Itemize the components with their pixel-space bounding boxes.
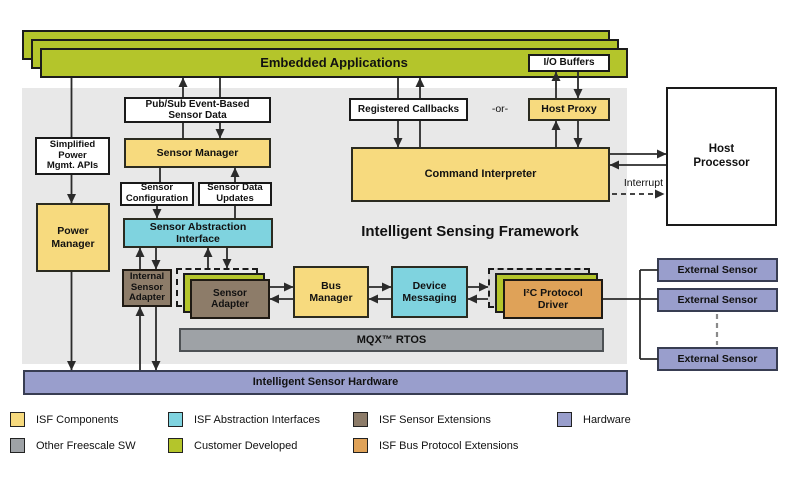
- or-label: -or-: [478, 100, 522, 118]
- legend-item-customer-developed: Customer Developed: [168, 437, 297, 454]
- sensor-adapter-label: Sensor Adapter: [211, 287, 249, 311]
- legend-label: Customer Developed: [194, 439, 298, 452]
- intelligent-sensor-hardware-label: Intelligent Sensor Hardware: [252, 376, 399, 389]
- host-proxy-label: Host Proxy: [541, 103, 597, 116]
- legend-item-isf-bus-ext: ISF Bus Protocol Extensions: [353, 437, 518, 454]
- legend-label: Hardware: [583, 413, 631, 426]
- external-sensor-box-2: External Sensor: [657, 288, 778, 312]
- mqx-rtos-label: MQX™ RTOS: [356, 333, 427, 346]
- simplified-power-apis-label: Simplified Power Mgmt. APIs: [46, 138, 99, 172]
- sensor-data-updates-label: Sensor Data Updates: [207, 182, 263, 204]
- external-sensor-label: External Sensor: [677, 293, 758, 306]
- sensor-abstraction-interface-label: Sensor Abstraction Interface: [149, 220, 247, 245]
- simplified-power-apis-box: Simplified Power Mgmt. APIs: [35, 137, 110, 175]
- legend-item-other-freescale: Other Freescale SW: [10, 437, 136, 454]
- diagram-title: Intelligent Sensing Framework: [340, 222, 600, 242]
- interrupt-label: Interrupt: [608, 176, 663, 190]
- legend-label: ISF Sensor Extensions: [379, 413, 491, 426]
- legend-item-isf-sensor-ext: ISF Sensor Extensions: [353, 411, 491, 428]
- registered-callbacks-label: Registered Callbacks: [357, 103, 460, 115]
- pub-sub-event-label: Pub/Sub Event-Based Sensor Data: [145, 98, 250, 122]
- sensor-configuration-label: Sensor Configuration: [125, 182, 189, 204]
- intelligent-sensor-hardware-bar: Intelligent Sensor Hardware: [23, 370, 628, 395]
- device-messaging-box: Device Messaging: [391, 266, 468, 318]
- device-messaging-label: Device Messaging: [402, 279, 457, 304]
- legend-swatch-isf-sensor-ext: [353, 412, 368, 427]
- legend-label: ISF Bus Protocol Extensions: [379, 439, 519, 452]
- bus-manager-box: Bus Manager: [293, 266, 369, 318]
- sensor-manager-label: Sensor Manager: [156, 146, 239, 159]
- legend-swatch-isf-components: [10, 412, 25, 427]
- internal-sensor-adapter-label: Internal Sensor Adapter: [129, 270, 165, 304]
- legend-label: ISF Abstraction Interfaces: [194, 413, 320, 426]
- host-proxy-box: Host Proxy: [528, 98, 610, 121]
- sensor-abstraction-interface-box: Sensor Abstraction Interface: [123, 218, 273, 248]
- sensor-manager-box: Sensor Manager: [124, 138, 271, 168]
- mqx-rtos-bar: MQX™ RTOS: [179, 328, 604, 352]
- embedded-applications-bar: Embedded Applications: [40, 48, 628, 78]
- power-manager-label: Power Manager: [51, 225, 95, 250]
- i2c-protocol-driver-label: I²C Protocol Driver: [523, 286, 583, 311]
- sensor-configuration-box: Sensor Configuration: [120, 182, 194, 206]
- legend-label: ISF Components: [36, 413, 119, 426]
- legend-swatch-customer-developed: [168, 438, 183, 453]
- io-buffers-box: I/O Buffers: [528, 54, 610, 72]
- registered-callbacks-box: Registered Callbacks: [349, 98, 468, 121]
- legend-item-isf-components: ISF Components: [10, 411, 119, 428]
- host-processor-label: Host Processor: [693, 143, 750, 169]
- sensor-data-updates-box: Sensor Data Updates: [198, 182, 272, 206]
- host-processor-box: Host Processor: [666, 87, 777, 226]
- command-interpreter-label: Command Interpreter: [424, 168, 537, 181]
- internal-sensor-adapter-box: Internal Sensor Adapter: [122, 269, 172, 307]
- bus-manager-label: Bus Manager: [309, 279, 353, 304]
- legend-item-hardware: Hardware: [557, 411, 631, 428]
- sensor-adapter-box: Sensor Adapter: [190, 279, 270, 319]
- io-buffers-label: I/O Buffers: [543, 57, 595, 69]
- external-sensor-label: External Sensor: [677, 263, 758, 276]
- legend-swatch-isf-bus-ext: [353, 438, 368, 453]
- legend-swatch-hardware: [557, 412, 572, 427]
- legend-label: Other Freescale SW: [36, 439, 136, 452]
- external-sensor-box-3: External Sensor: [657, 347, 778, 371]
- pub-sub-event-box: Pub/Sub Event-Based Sensor Data: [124, 97, 271, 123]
- i2c-protocol-driver-box: I²C Protocol Driver: [503, 279, 603, 319]
- embedded-applications-label: Embedded Applications: [260, 54, 408, 70]
- external-sensor-label: External Sensor: [677, 352, 758, 365]
- legend-swatch-isf-abstraction: [168, 412, 183, 427]
- or-text: -or-: [491, 102, 509, 115]
- external-sensor-box-1: External Sensor: [657, 258, 778, 282]
- command-interpreter-box: Command Interpreter: [351, 147, 610, 202]
- power-manager-box: Power Manager: [36, 203, 110, 272]
- interrupt-text: Interrupt: [623, 176, 663, 189]
- diagram-title-text: Intelligent Sensing Framework: [361, 223, 579, 241]
- legend-swatch-other-freescale: [10, 438, 25, 453]
- legend-item-isf-abstraction: ISF Abstraction Interfaces: [168, 411, 320, 428]
